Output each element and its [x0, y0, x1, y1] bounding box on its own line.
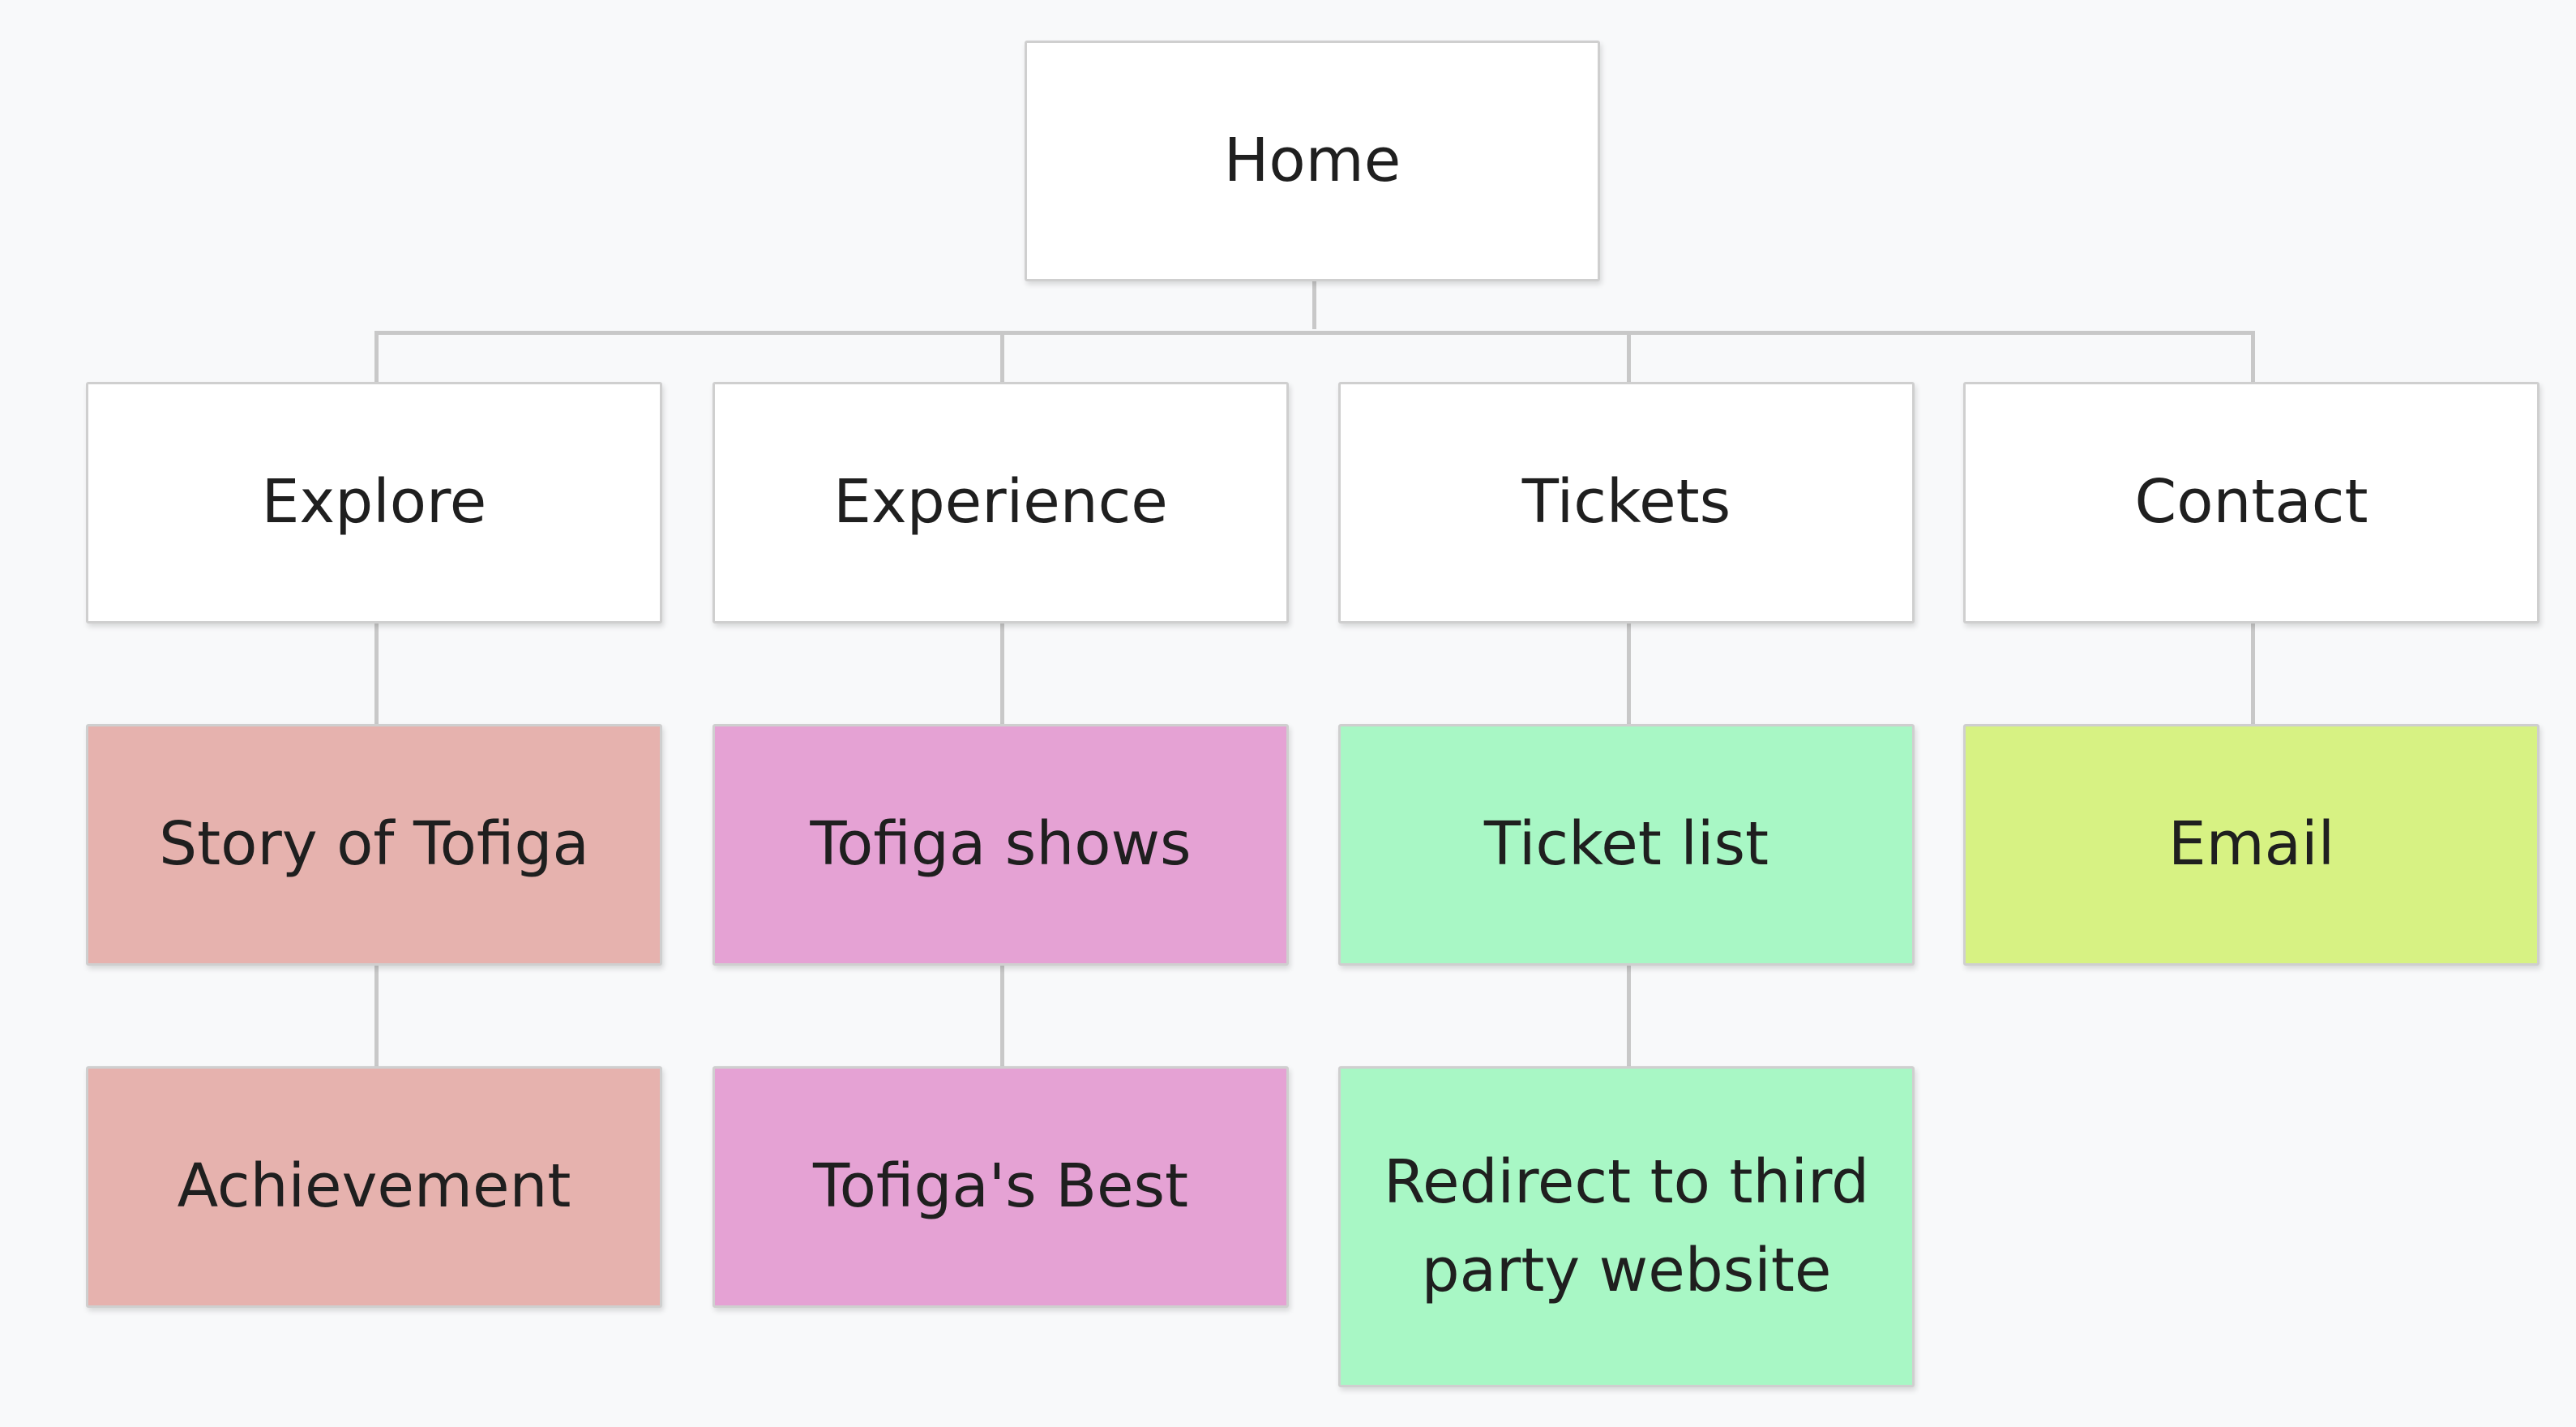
node-email-label: Email: [2167, 809, 2335, 880]
node-contact-label: Contact: [2134, 467, 2368, 538]
connector-experience-child2: [1000, 963, 1004, 1067]
connector-horizontal-bus: [374, 331, 2255, 335]
node-experience[interactable]: Experience: [712, 382, 1289, 624]
connector-contact-child1: [2251, 621, 2255, 725]
connector-tickets-child1: [1627, 621, 1631, 725]
node-home[interactable]: Home: [1025, 41, 1600, 281]
node-ticket-list[interactable]: Ticket list: [1338, 724, 1915, 966]
node-email[interactable]: Email: [1963, 724, 2540, 966]
connector-explore-child2: [374, 963, 379, 1067]
node-achievement[interactable]: Achievement: [86, 1066, 662, 1308]
node-tofiga-shows-label: Tofiga shows: [810, 809, 1192, 880]
node-explore[interactable]: Explore: [86, 382, 662, 624]
connector-bus-contact: [2251, 331, 2255, 382]
node-tickets[interactable]: Tickets: [1338, 382, 1915, 624]
connector-bus-explore: [374, 331, 379, 382]
node-story-of-tofiga[interactable]: Story of Tofiga: [86, 724, 662, 966]
connector-bus-experience: [1000, 331, 1004, 382]
node-experience-label: Experience: [833, 467, 1168, 538]
node-ticket-list-label: Ticket list: [1483, 809, 1769, 880]
connector-tickets-child2: [1627, 963, 1631, 1067]
node-redirect-third-party-label: Redirect to third party website: [1383, 1147, 1870, 1305]
connector-explore-child1: [374, 621, 379, 725]
node-story-of-tofiga-label: Story of Tofiga: [159, 809, 589, 880]
connector-experience-child1: [1000, 621, 1004, 725]
node-home-label: Home: [1223, 125, 1401, 195]
connector-bus-tickets: [1627, 331, 1631, 382]
connector-home-down: [1312, 279, 1316, 329]
node-tofigas-best-label: Tofiga's Best: [812, 1151, 1189, 1222]
node-tickets-label: Tickets: [1521, 467, 1731, 538]
node-redirect-third-party[interactable]: Redirect to third party website: [1338, 1066, 1915, 1387]
node-tofigas-best[interactable]: Tofiga's Best: [712, 1066, 1289, 1308]
node-explore-label: Explore: [261, 467, 487, 538]
node-tofiga-shows[interactable]: Tofiga shows: [712, 724, 1289, 966]
node-achievement-label: Achievement: [177, 1151, 571, 1222]
node-contact[interactable]: Contact: [1963, 382, 2540, 624]
